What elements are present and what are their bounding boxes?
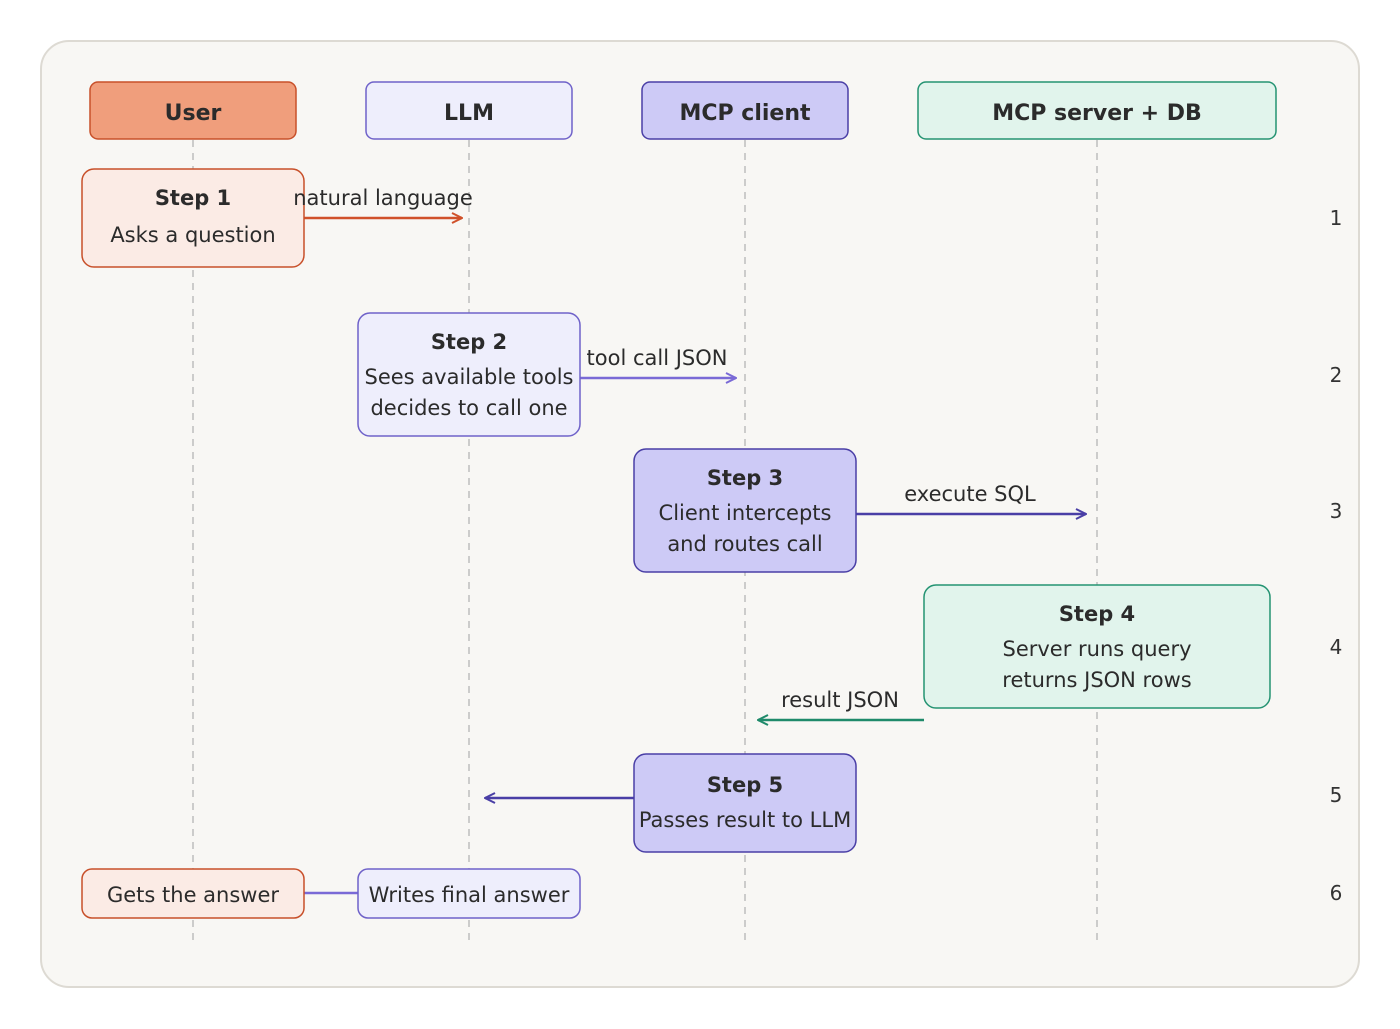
participant-mcp-server-label: MCP server + DB — [992, 101, 1202, 126]
step4-title: Step 4 — [1059, 602, 1135, 626]
step5-title: Step 5 — [707, 773, 783, 797]
step5-line1: Passes result to LLM — [639, 808, 851, 832]
step2-box: Step 2 Sees available tools decides to c… — [357, 312, 581, 437]
label-natural-language: natural language — [293, 186, 473, 210]
step5-box: Step 5 Passes result to LLM — [633, 753, 857, 853]
step3-title: Step 3 — [707, 466, 783, 490]
final-llm-label: Writes final answer — [369, 883, 570, 907]
participant-user: User — [89, 81, 297, 140]
label-result-json: result JSON — [781, 688, 899, 712]
final-user-label: Gets the answer — [107, 883, 279, 907]
step2-title: Step 2 — [431, 330, 507, 354]
step1-line1: Asks a question — [110, 223, 275, 247]
participant-llm: LLM — [365, 81, 573, 140]
row-number-5: 5 — [1330, 783, 1343, 807]
participant-llm-label: LLM — [444, 101, 494, 126]
row-number-6: 6 — [1330, 881, 1343, 905]
step4-line2: returns JSON rows — [1002, 668, 1191, 692]
final-llm-box: Writes final answer — [357, 868, 581, 919]
step4-line1: Server runs query — [1002, 637, 1191, 661]
row-number-3: 3 — [1330, 499, 1343, 523]
row-number-1: 1 — [1330, 206, 1343, 230]
final-user-box: Gets the answer — [81, 868, 305, 919]
step3-box: Step 3 Client intercepts and routes call — [633, 448, 857, 573]
step4-box: Step 4 Server runs query returns JSON ro… — [923, 584, 1271, 709]
participant-mcp-server: MCP server + DB — [917, 81, 1277, 140]
step2-line2: decides to call one — [370, 396, 567, 420]
participant-mcp-client: MCP client — [641, 81, 849, 140]
step1-box: Step 1 Asks a question — [81, 168, 305, 268]
label-tool-call: tool call JSON — [587, 346, 728, 370]
step3-line2: and routes call — [667, 532, 822, 556]
step2-line1: Sees available tools — [365, 365, 574, 389]
participant-mcp-client-label: MCP client — [679, 101, 811, 126]
participant-user-label: User — [165, 101, 222, 126]
row-number-4: 4 — [1330, 635, 1343, 659]
label-execute-sql: execute SQL — [904, 482, 1036, 506]
step1-title: Step 1 — [155, 186, 231, 210]
row-number-2: 2 — [1330, 363, 1343, 387]
step3-line1: Client intercepts — [659, 501, 832, 525]
